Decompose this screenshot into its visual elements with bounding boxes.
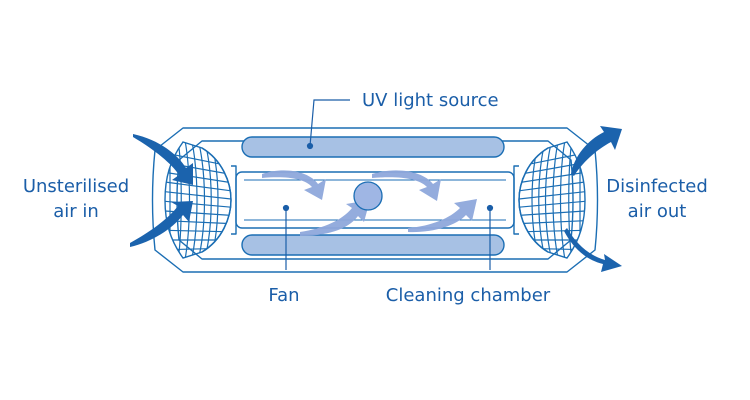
- air-in-arrow-top: [133, 134, 193, 185]
- left-grille-frame: [164, 141, 232, 259]
- uv-light-source-label: UV light source: [362, 90, 499, 111]
- flow-arrow-1: [262, 170, 326, 200]
- fan-circle-icon: [353, 181, 383, 211]
- airflow-arrows: [262, 170, 477, 236]
- air-out-arrow-top: [571, 126, 622, 176]
- unsterilised-label-line1: Unsterilised: [23, 176, 129, 197]
- cleaning-chamber-duct: [235, 171, 515, 229]
- air-in-arrow-bottom: [130, 201, 193, 247]
- disinfected-label-line1: Disinfected: [606, 176, 708, 197]
- right-grille-frame: [518, 141, 586, 259]
- right-end-divider-inner: [513, 165, 519, 235]
- uv-lamp-bottom: [241, 234, 505, 256]
- air-out-arrows: [564, 126, 622, 272]
- uv-light-source-leader: [309, 99, 350, 147]
- flow-arrow-3: [372, 170, 441, 201]
- fan-label: Fan: [268, 285, 299, 306]
- disinfected-label-line2: air out: [628, 201, 687, 222]
- flow-arrow-2: [300, 200, 370, 236]
- air-out-arrow-bottom: [564, 228, 622, 272]
- left-grille: [165, 142, 231, 258]
- air-in-arrows: [130, 134, 193, 247]
- leader-lines: [282, 99, 494, 270]
- left-end-divider-inner: [231, 165, 237, 235]
- uv-lamp-top: [241, 136, 505, 158]
- unsterilised-label-line2: air in: [53, 201, 99, 222]
- uv-lamps: [241, 136, 505, 256]
- flow-arrow-4: [408, 199, 477, 233]
- cleaning-chamber-label: Cleaning chamber: [386, 285, 551, 306]
- housing-outer-outline: [151, 127, 599, 273]
